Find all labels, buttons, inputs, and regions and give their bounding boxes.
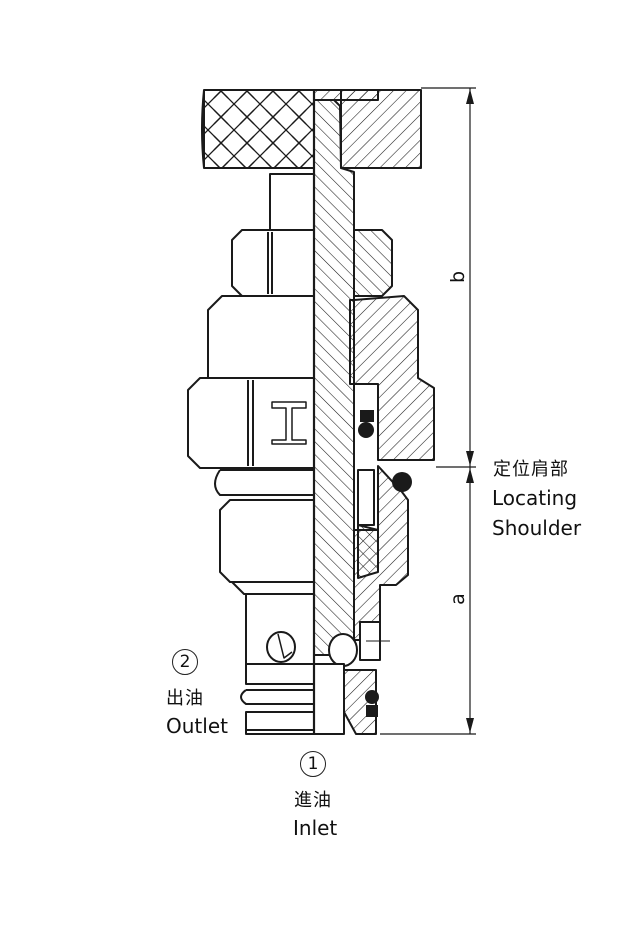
valve-body-upper [187, 295, 435, 469]
o-ring [358, 422, 374, 438]
adjust-stem [313, 99, 355, 656]
port-1-number: 1 [300, 751, 326, 777]
nose-o-ring [365, 690, 379, 704]
shoulder-label-cn: 定位肩部 [493, 459, 569, 480]
backup-ring [360, 410, 374, 422]
cartridge-nose [231, 581, 390, 735]
port-2-number: 2 [172, 649, 198, 675]
adjustment-knob [201, 89, 422, 169]
inlet-label-cn: 進油 [294, 790, 332, 811]
lock-nut [231, 229, 393, 297]
valve-body-lower [219, 465, 409, 641]
dimension-a-label: a [446, 593, 469, 605]
dimension-b-label: b [447, 270, 470, 284]
outlet-label-cn: 出油 [166, 688, 204, 709]
dimension-lines [380, 87, 476, 735]
shoulder-label-en-1: Locating [492, 486, 578, 510]
outlet-label-en: Outlet [166, 714, 228, 738]
inlet-label-en: Inlet [293, 816, 338, 840]
shoulder-label-en-2: Shoulder [492, 516, 582, 540]
nose-backup-ring [366, 705, 378, 717]
